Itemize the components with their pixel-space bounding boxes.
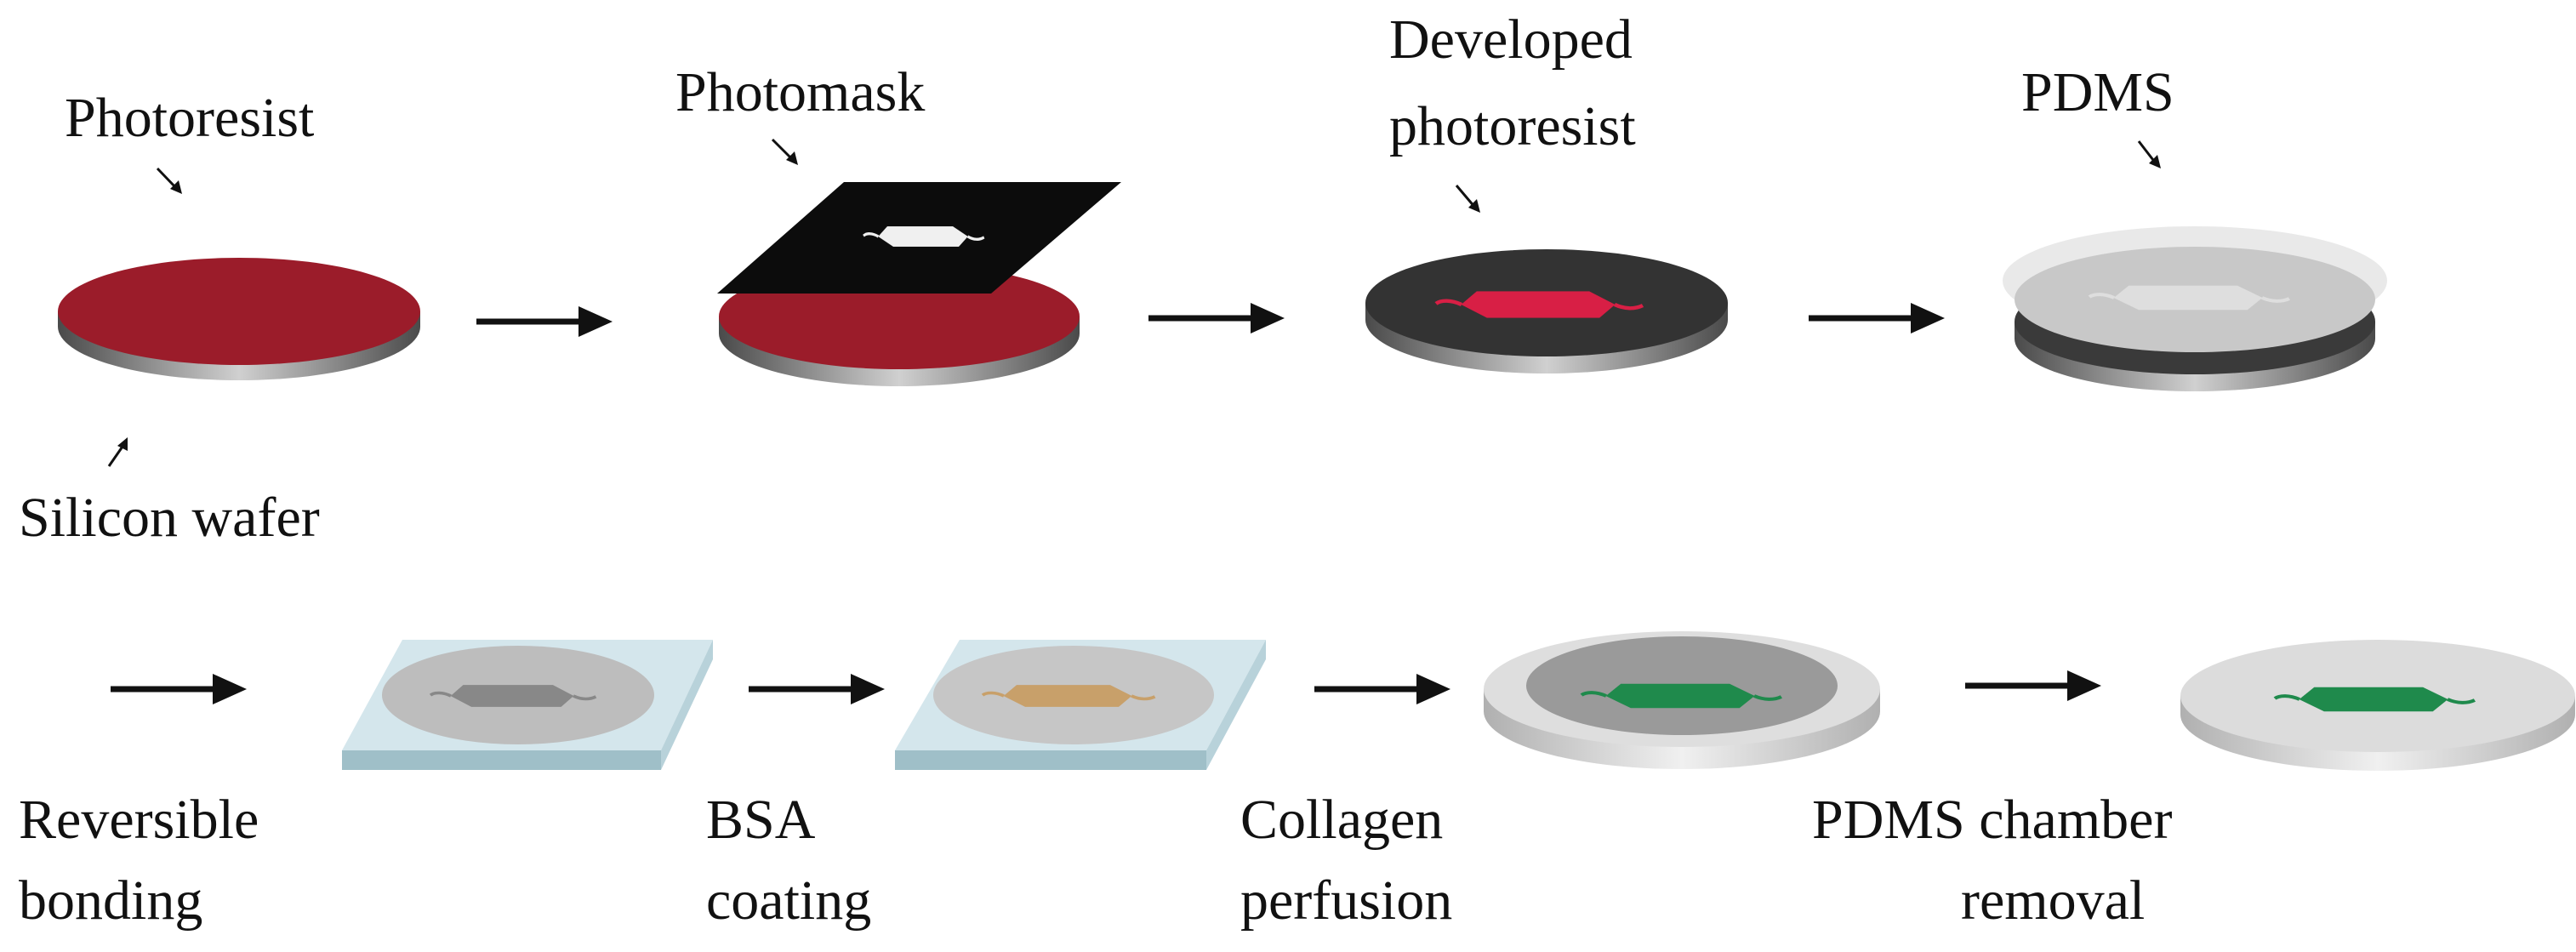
pointer-photoresist — [156, 167, 182, 194]
wafer-photoresist — [58, 258, 420, 380]
wafer-pdms — [2003, 226, 2387, 391]
label-silicon-wafer: Silicon wafer — [19, 487, 320, 549]
label-reversible-2: bonding — [19, 869, 202, 932]
pointer-photomask — [771, 138, 798, 165]
label-photoresist: Photoresist — [65, 87, 314, 149]
label-removal-2: removal — [1961, 869, 2145, 932]
arrow-7 — [1965, 670, 2101, 701]
arrow-2 — [1148, 303, 1285, 333]
label-collagen-1: Collagen — [1240, 789, 1443, 851]
arrow-5 — [749, 674, 885, 704]
label-removal-1: PDMS chamber — [1812, 789, 2172, 851]
label-photomask: Photomask — [675, 61, 925, 123]
dish-collagen — [1484, 631, 1880, 769]
label-collagen-2: perfusion — [1240, 869, 1452, 932]
glass-slide-bonded — [342, 640, 713, 770]
label-developed-1: Developed — [1389, 9, 1633, 71]
wafer-with-photomask — [717, 182, 1121, 386]
dish-chamber-removed — [2180, 640, 2575, 771]
arrow-6 — [1314, 674, 1450, 704]
pointer-pdms — [2137, 140, 2161, 168]
glass-slide-bsa — [895, 640, 1266, 770]
label-reversible-1: Reversible — [19, 789, 259, 851]
pointer-developed — [1455, 185, 1480, 213]
arrow-3 — [1809, 303, 1945, 333]
label-bsa-1: BSA — [706, 789, 816, 851]
pointer-silicon-wafer — [107, 437, 128, 467]
label-developed-2: photoresist — [1389, 95, 1636, 157]
wafer-developed — [1365, 249, 1728, 373]
arrow-4 — [111, 674, 247, 704]
label-bsa-2: coating — [706, 869, 871, 932]
arrow-1 — [476, 306, 613, 337]
label-pdms: PDMS — [2021, 61, 2174, 123]
